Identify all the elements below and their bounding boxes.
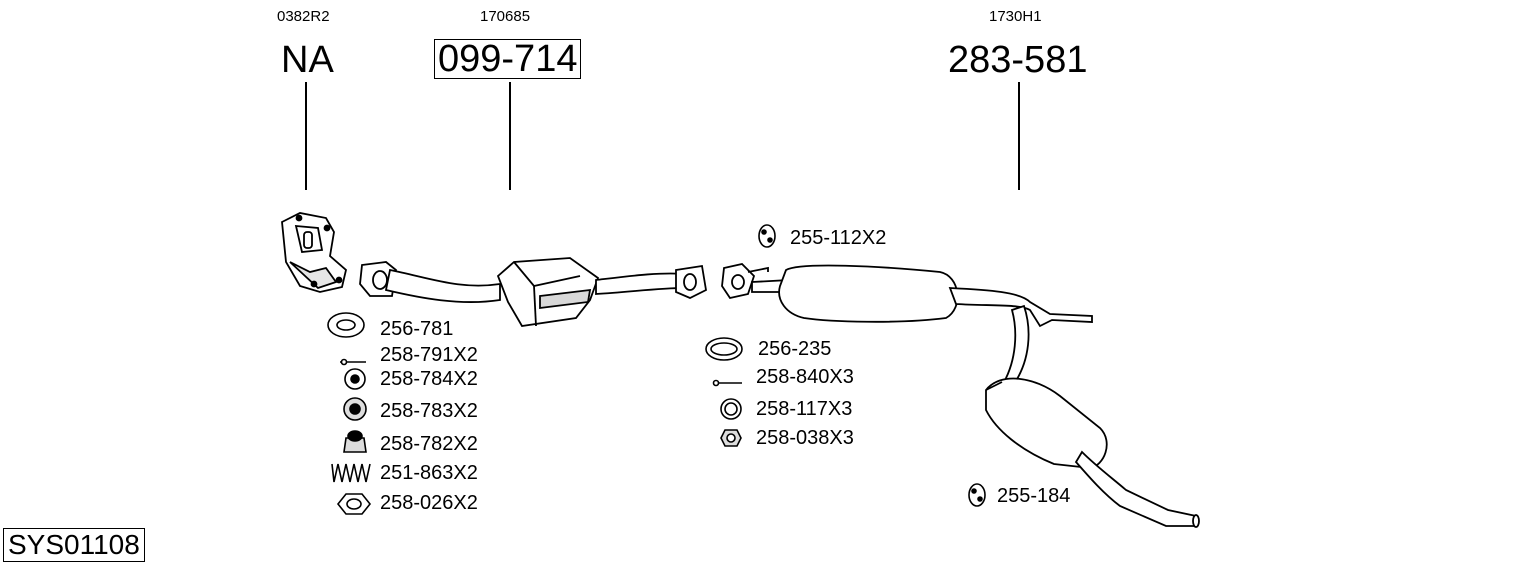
part-number-catalyst[interactable]: 099-714 [434,39,582,79]
part-label[interactable]: 258-840X3 [756,366,854,388]
gasket-ring-icon-256-235 [705,337,743,361]
part-label[interactable]: 251-863X2 [380,462,478,484]
part-label[interactable]: 256-781 [380,318,454,340]
ref-code-left: 0382R2 [277,8,330,25]
part-number-silencer[interactable]: 283-581 [948,39,1088,81]
part-label[interactable]: 258-782X2 [380,433,478,455]
hanger-icon-255-184 [968,483,986,507]
bolt-icon-258-791 [340,358,366,366]
part-label[interactable]: 258-038X3 [756,427,854,449]
rubber-mount-icon-258-783 [343,397,367,421]
part-label[interactable]: 258-117X3 [756,398,853,420]
silencer-assembly-drawing [721,263,1200,528]
nut-icon-258-038 [720,429,742,447]
part-label[interactable]: 255-112X2 [790,227,887,249]
exhaust-manifold-drawing [281,212,348,293]
mount-icon-258-782 [343,430,367,453]
gasket-ring-icon-256-781 [327,312,365,338]
part-number-manifold[interactable]: NA [281,39,334,81]
hanger-icon-255-112 [758,224,776,248]
part-label[interactable]: 258-784X2 [380,368,478,390]
part-label[interactable]: 258-026X2 [380,492,478,514]
part-label[interactable]: 258-783X2 [380,400,478,422]
ring-icon-258-117 [720,398,742,420]
catalyst-pipe-drawing [359,257,707,327]
part-label[interactable]: 258-791X2 [380,344,478,366]
part-label[interactable]: 256-235 [758,338,832,360]
system-id-badge: SYS01108 [3,528,145,563]
ref-code-middle: 170685 [480,8,531,25]
ref-code-right: 1730H1 [989,8,1042,25]
washer-icon-258-784 [344,368,366,390]
part-label[interactable]: 255-184 [997,485,1071,507]
nut-icon-258-026 [336,493,372,515]
spring-icon-251-863 [331,463,371,483]
bolt-icon-258-840 [712,379,742,387]
